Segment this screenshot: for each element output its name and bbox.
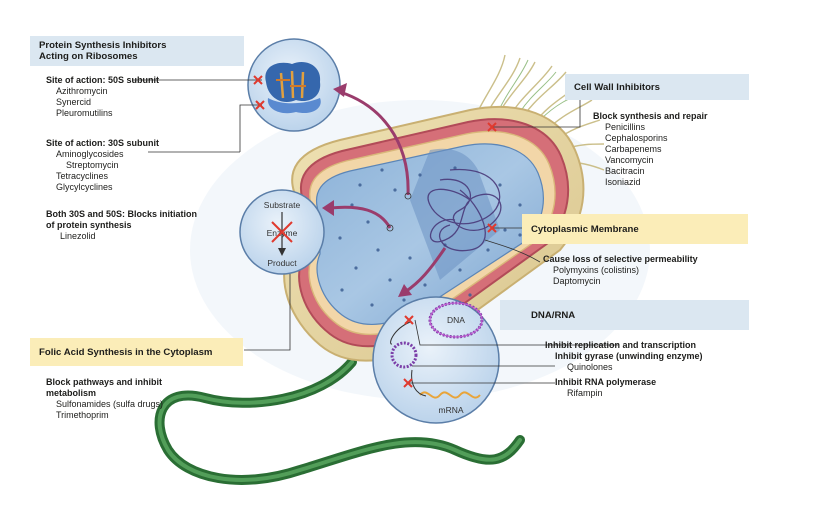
s50-heading: Site of action: 50S subunit — [46, 75, 160, 85]
drug-daptomycin: Daptomycin — [553, 276, 601, 286]
folic-heading-line1: Block pathways and inhibit — [46, 377, 163, 387]
cell-wall-title: Cell Wall Inhibitors — [574, 81, 660, 93]
enzyme-zoom-circle: Substrate Enzyme Product — [239, 189, 325, 275]
ribosome-zoom-circle — [247, 38, 341, 132]
substrate-label: Substrate — [264, 200, 301, 210]
drug-streptomycin: Streptomycin — [66, 160, 119, 170]
drug-bacitracin: Bacitracin — [605, 166, 645, 176]
folic-title: Folic Acid Synthesis in the Cytoplasm — [39, 346, 213, 358]
mrna-strand — [419, 391, 481, 399]
dna-heading1: Inhibit replication and transcription — [545, 340, 697, 350]
drug-polymyxins: Polymyxins (colistins) — [553, 265, 640, 275]
drug-tetracyclines: Tetracyclines — [56, 171, 109, 181]
drug-pleuromutilins: Pleuromutilins — [56, 108, 113, 118]
membrane-heading: Cause loss of selective permeability — [543, 254, 698, 264]
zoom-arrows — [329, 90, 447, 294]
drug-linezolid: Linezolid — [60, 231, 96, 241]
drug-synercid: Synercid — [56, 97, 92, 107]
dna-heading2: Inhibit gyrase (unwinding enzyme) — [555, 351, 703, 361]
enzyme-inhibit-cross — [271, 221, 293, 243]
drug-cephalosporins: Cephalosporins — [605, 133, 668, 143]
protein-title-line1: Protein Synthesis Inhibitors — [39, 40, 167, 51]
drug-sulfonamides: Sulfonamides (sulfa drugs) — [56, 399, 164, 409]
inhibitor-markers — [253, 75, 497, 388]
leader-lines — [132, 79, 618, 384]
ribosome-dots — [338, 166, 522, 307]
plasmid-ring — [390, 341, 418, 369]
folic-heading-line2: metabolism — [46, 388, 97, 398]
protein-synthesis-header: Protein Synthesis Inhibitors Acting on R… — [30, 36, 244, 66]
cell-wall-heading: Block synthesis and repair — [593, 111, 708, 121]
cell-wall-header: Cell Wall Inhibitors — [565, 74, 749, 100]
product-label: Product — [267, 258, 297, 268]
drug-azithromycin: Azithromycin — [56, 86, 108, 96]
membrane-title: Cytoplasmic Membrane — [531, 223, 639, 235]
dna-rna-header: DNA/RNA — [500, 300, 749, 330]
drug-carbapenems: Carbapenems — [605, 144, 662, 154]
drug-aminoglycosides: Aminoglycosides — [56, 149, 124, 159]
mrna-label: mRNA — [438, 405, 463, 415]
drug-quinolones: Quinolones — [567, 362, 613, 372]
dna-rna-title: DNA/RNA — [531, 309, 576, 321]
drug-glycylcyclines: Glycylcyclines — [56, 182, 113, 192]
drug-vancomycin: Vancomycin — [605, 155, 654, 165]
dna-zoom-circle: DNA mRNA — [372, 296, 500, 424]
dna-heading3: Inhibit RNA polymerase — [555, 377, 657, 387]
nucleoid-dna — [427, 168, 502, 252]
protein-title-line2: Acting on Ribosomes — [39, 51, 138, 62]
both-heading-line2: of protein synthesis — [46, 220, 132, 230]
s30-heading: Site of action: 30S subunit — [46, 138, 160, 148]
folic-acid-header: Folic Acid Synthesis in the Cytoplasm — [30, 338, 243, 366]
drug-rifampin: Rifampin — [567, 388, 603, 398]
both-heading-line1: Both 30S and 50S: Blocks initiation — [46, 209, 198, 219]
drug-trimethoprim: Trimethoprim — [56, 410, 109, 420]
dna-label: DNA — [447, 315, 465, 325]
drug-isoniazid: Isoniazid — [605, 177, 641, 187]
drug-penicillins: Penicillins — [605, 122, 646, 132]
membrane-header: Cytoplasmic Membrane — [522, 214, 748, 244]
